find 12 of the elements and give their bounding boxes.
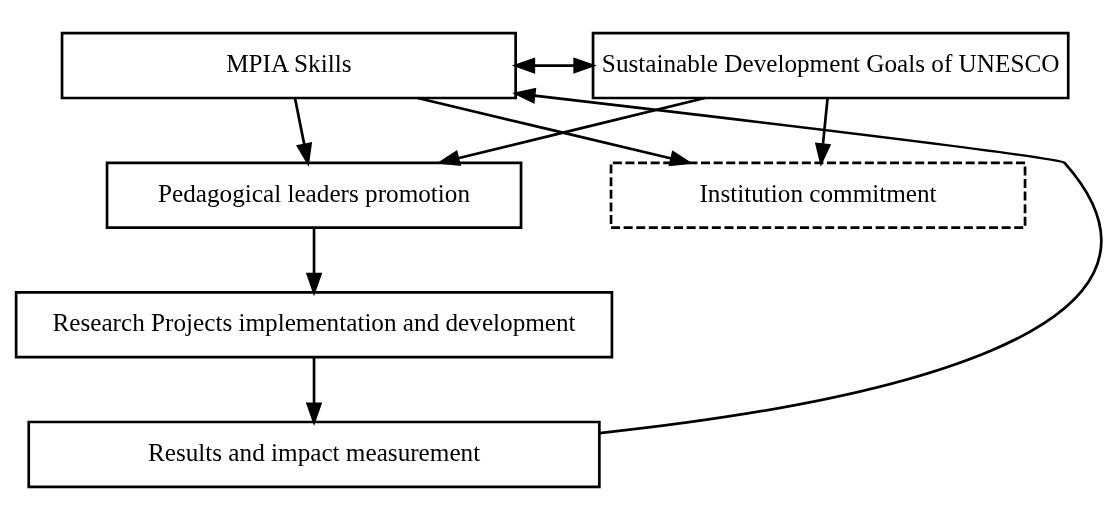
node-box: Institution commitment — [609, 161, 1027, 229]
arrow — [511, 57, 597, 74]
node-box: MPIA Skills — [60, 31, 517, 100]
node-box: Sustainable Development Goals of UNESCO — [591, 31, 1070, 100]
node-box: Pedagogical leaders promotion — [105, 161, 523, 229]
arrow — [512, 87, 1102, 435]
node-box: Research Projects implementation and development — [14, 291, 614, 359]
arrow — [305, 357, 323, 426]
arrow — [293, 98, 313, 167]
node-box: Results and impact measurement — [27, 420, 601, 489]
arrow — [814, 98, 832, 167]
arrow — [305, 228, 323, 297]
